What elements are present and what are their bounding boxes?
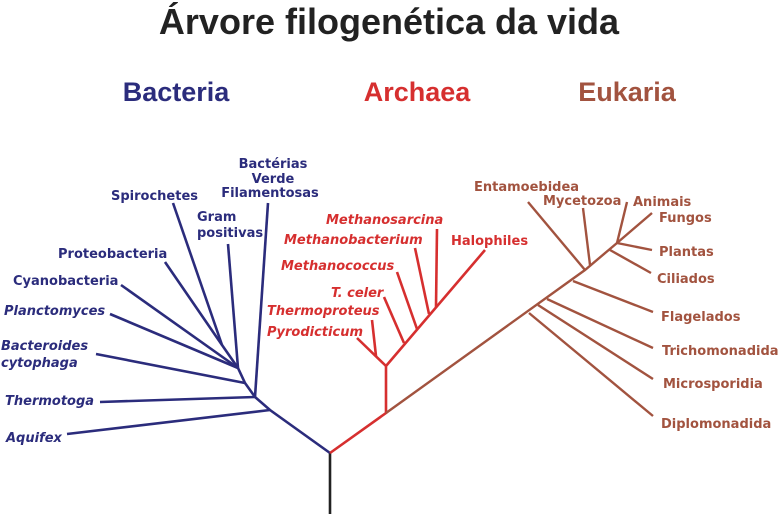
label-gram-2: positivas [197,226,263,241]
domain-bacteria: Bacteria [123,77,231,107]
label-flagelados: Flagelados [661,310,741,325]
label-trichomonadida: Trichomonadida [662,344,778,359]
label-ciliados: Ciliados [657,272,715,287]
label-methanosarcina: Methanosarcina [326,213,443,228]
label-animais: Animais [633,195,692,210]
label-spirochetes: Spirochetes [111,189,198,204]
label-bacteroides-1: Bacteroides [1,339,88,354]
label-green-3: Filamentosas [221,186,319,201]
label-cyanobacteria: Cyanobacteria [13,274,118,289]
label-mycetozoa: Mycetozoa [543,194,621,209]
label-diplomonadida: Diplomonadida [661,417,771,432]
eukaria-branches [385,201,654,417]
archaea-labels: Methanosarcina Methanobacterium Halophil… [267,213,528,340]
bacteria-branches [66,202,331,455]
label-halophiles: Halophiles [451,234,528,249]
eukaria-labels: Entamoebidea Mycetozoa Animais Fungos Pl… [474,180,778,432]
archaea-branches [329,228,486,455]
label-entamoebidea: Entamoebidea [474,180,579,195]
label-thermoproteus: Thermoproteus [267,304,380,319]
label-proteobacteria: Proteobacteria [58,247,167,262]
bacteria-labels: Bactérias Verde Filamentosas Spirochetes… [1,157,319,446]
domain-archaea: Archaea [364,77,472,107]
label-methanococcus: Methanococcus [281,259,394,274]
label-fungos: Fungos [659,211,712,226]
label-microsporidia: Microsporidia [663,377,763,392]
label-aquifex: Aquifex [5,431,63,446]
label-thermotoga: Thermotoga [5,394,94,409]
label-gram-1: Gram [197,210,236,225]
label-tceler: T. celer [331,286,385,301]
label-planctomyces: Planctomyces [4,304,105,319]
label-green-1: Bactérias [239,157,308,172]
label-methanobacterium: Methanobacterium [284,233,423,248]
page-title: Árvore filogenética da vida [159,1,620,42]
label-green-2: Verde [252,172,295,187]
label-pyrodicticum: Pyrodicticum [267,325,363,340]
domain-eukaria: Eukaria [578,77,677,107]
label-plantas: Plantas [659,245,714,260]
label-bacteroides-2: cytophaga [1,356,78,371]
